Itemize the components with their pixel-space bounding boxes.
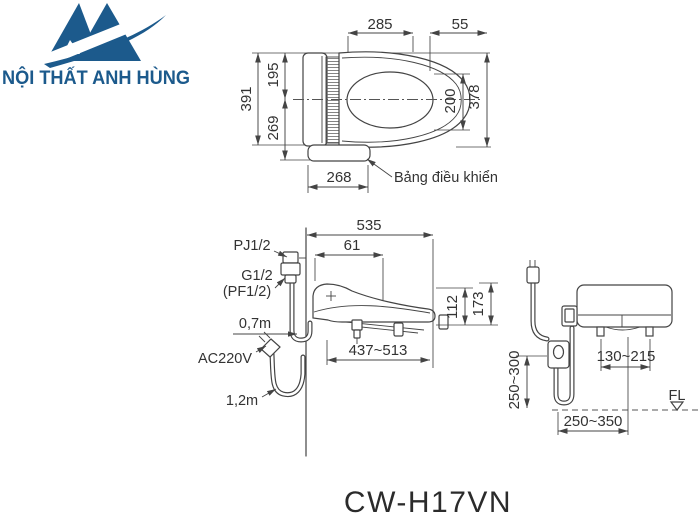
model-number: CW-H17VN — [344, 486, 512, 519]
side-bracket-inner — [564, 308, 575, 323]
rear-plug — [526, 266, 540, 284]
floor-level-label: FL — [669, 388, 686, 404]
dim-55-label: 55 — [452, 16, 469, 33]
valve-body-g — [280, 262, 301, 276]
dim-250-350-label: 250~350 — [564, 413, 623, 430]
power-plug — [260, 338, 281, 358]
rear-bolt-right — [645, 326, 654, 337]
dim-378-label: 378 — [466, 84, 483, 109]
dim-285-label: 285 — [367, 16, 392, 33]
bowl-opening — [346, 71, 434, 129]
dim-268-label: 268 — [326, 169, 351, 186]
control-panel — [307, 144, 371, 162]
dim-535-label: 535 — [356, 217, 381, 234]
rear-view-unit — [576, 284, 673, 328]
plug-prong-2 — [263, 331, 271, 339]
outlet-socket — [552, 344, 565, 360]
inlet-under-seat — [351, 319, 363, 331]
mount-bolt-left — [393, 322, 404, 337]
cord-leader — [261, 388, 277, 398]
pf12-label: (PF1/2) — [223, 284, 271, 300]
dim-250-300-label: 250~300 — [506, 351, 523, 410]
dim-391-label: 391 — [238, 86, 255, 111]
hose-length-label: 0,7m — [239, 316, 271, 332]
inlet-nut — [353, 329, 361, 339]
logo: NỘI THẤT ANH HÙNG — [2, 3, 190, 89]
unit-bottom-arc — [605, 326, 641, 331]
rear-bolt-left — [596, 326, 605, 337]
dim-200-label: 200 — [442, 88, 459, 113]
control-panel-label: Bảng điều khiển — [394, 170, 498, 186]
plug-prong-1 — [258, 335, 266, 343]
dim-112-label: 112 — [444, 295, 461, 319]
dim-130-215-label: 130~215 — [597, 348, 656, 365]
side-view-diagram: 535 61 112 173 437~513 PJ1/2 G1/2 (PF1/2… — [198, 217, 498, 457]
g12-label: G1/2 — [241, 268, 272, 284]
ac220v-leader — [255, 345, 267, 353]
dim-195-label: 195 — [265, 62, 282, 87]
water-hose-inner — [290, 280, 312, 342]
rear-cord-upper-inner — [531, 281, 549, 341]
dim-269-label: 269 — [265, 115, 282, 140]
rear-cord-loop-inner — [554, 326, 574, 405]
water-hose-outer — [289, 279, 313, 343]
dim-61-label: 61 — [344, 237, 361, 254]
brand-logo-icon — [33, 3, 171, 69]
g12-leader — [274, 277, 286, 289]
pj12-label: PJ1/2 — [233, 238, 270, 254]
logo-swoosh-cut — [33, 7, 171, 69]
dim-173-label: 173 — [470, 291, 487, 316]
side-view-seat-profile — [312, 283, 436, 323]
ac220v-label: AC220V — [198, 351, 252, 367]
brand-name: NỘI THẤT ANH HÙNG — [2, 65, 190, 89]
rear-view-diagram: FL 130~215 250~300 250~350 — [506, 260, 698, 435]
inlet-fitting-pj — [282, 251, 299, 264]
valve-lower — [284, 274, 297, 284]
pj12-leader — [273, 250, 288, 258]
top-view-diagram: Bảng điều khiển 285 55 391 195 269 378 2… — [238, 16, 498, 193]
logo-swoosh — [44, 15, 166, 68]
control-panel-leader — [366, 158, 393, 178]
dim-437-513-label: 437~513 — [349, 342, 408, 359]
seat-lid-split-line — [313, 305, 431, 314]
base-plate-line-2 — [351, 325, 419, 334]
mount-bolt-right — [438, 314, 449, 330]
power-cord-inner — [270, 352, 305, 396]
cord-length-label: 1,2m — [226, 393, 258, 409]
floor-level-marker — [669, 401, 685, 411]
